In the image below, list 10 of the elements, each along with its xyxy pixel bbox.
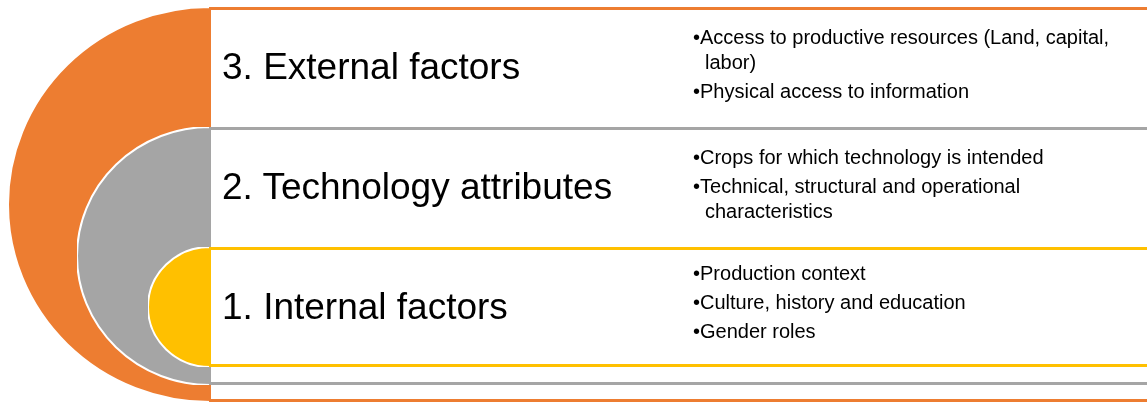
bullet-point: •Culture, history and education <box>693 290 967 315</box>
bullet-point: •Physical access to information <box>693 79 970 104</box>
bullet-point: •Technical, structural and operational characteristics <box>693 174 1022 224</box>
band-heading: 1. Internal factors <box>222 285 508 329</box>
bullet-point: •Production context <box>693 261 867 286</box>
band-heading: 3. External factors <box>222 45 521 89</box>
bullet-point: •Gender roles <box>693 319 817 344</box>
band-heading: 2. Technology attributes <box>222 165 613 209</box>
bullet-point: •Crops for which technology is intended <box>693 145 1045 170</box>
bullet-point: •Access to productive resources (Land, capital, labor) <box>693 25 1111 75</box>
